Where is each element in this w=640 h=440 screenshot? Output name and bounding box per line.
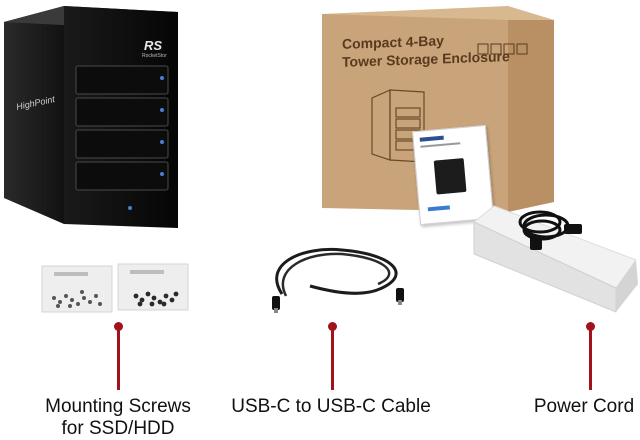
screws-caption-line1: Mounting Screws	[45, 396, 191, 417]
manual-footer-logo	[427, 205, 450, 212]
box-title: Compact 4-Bay Tower Storage Enclosure	[342, 29, 510, 71]
cable-pin-dot	[328, 322, 337, 331]
rocketstor-label: RocketStor	[142, 53, 167, 59]
manual-logo	[419, 135, 444, 142]
storage-enclosure-image: RS RocketStor HighPoint	[2, 2, 182, 234]
power-cord-image	[470, 196, 640, 314]
screws-pin-line	[117, 328, 120, 390]
usb-c-cable-image	[262, 244, 412, 316]
screws-caption: Mounting Screws for SSD/HDD	[30, 396, 206, 440]
mounting-screws-image	[40, 262, 190, 316]
cable-pin-line	[331, 328, 334, 390]
rs-logo: RS	[144, 38, 163, 53]
manual-product-picture	[433, 158, 467, 195]
product-box-image: Compact 4-Bay Tower Storage Enclosure	[318, 4, 558, 226]
cable-caption: USB-C to USB-C Cable	[228, 396, 434, 418]
power-cord-pin-dot	[586, 322, 595, 331]
screws-caption-line2: for SSD/HDD	[61, 418, 175, 439]
manual-text	[420, 142, 461, 148]
screws-pin-dot	[114, 322, 123, 331]
power-cord-caption: Power Cord	[530, 396, 638, 418]
power-cord-pin-line	[589, 328, 592, 390]
power-cord-caption-line1: Power Cord	[533, 396, 635, 417]
cable-caption-line1: USB-C to USB-C Cable	[231, 396, 431, 417]
